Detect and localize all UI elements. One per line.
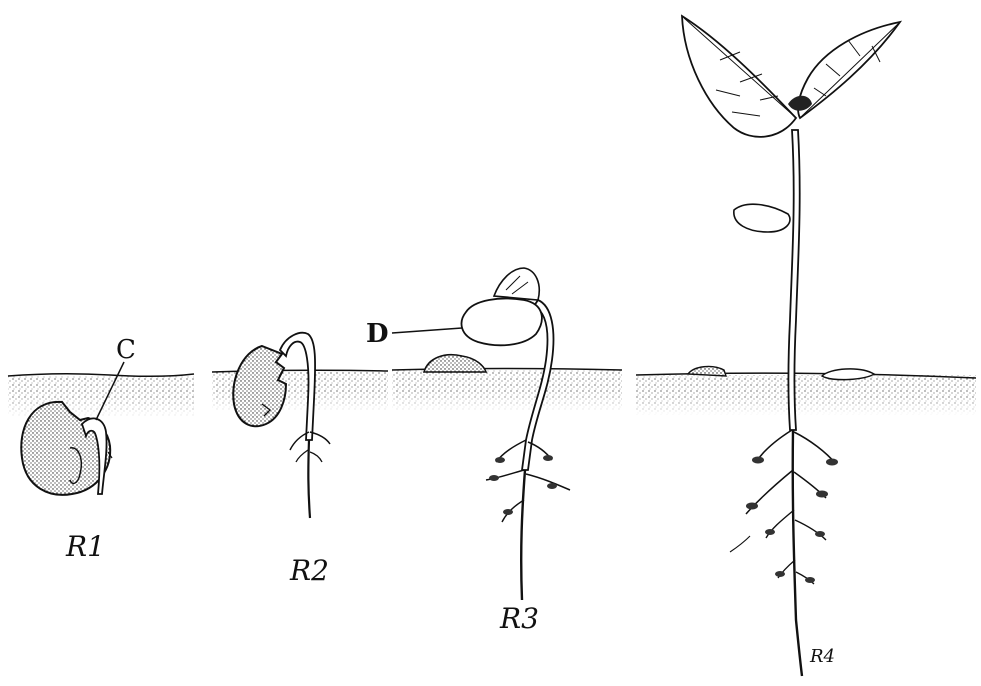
stage-2-seedling (233, 333, 330, 518)
soil-strip-3 (392, 369, 622, 413)
cotyledon-d (462, 299, 542, 346)
label-d-pointer (392, 328, 462, 333)
stage-4-plant (682, 16, 900, 676)
label-d: D (366, 319, 389, 349)
stage-2-label: R2 (289, 554, 329, 587)
stage-3-seedling (424, 268, 570, 600)
soil-strip-4 (636, 373, 976, 416)
label-c: C (116, 335, 136, 365)
stage-3-label: R3 (499, 602, 539, 635)
stage-1-label: R1 (65, 530, 105, 563)
stage-4-label: R4 (809, 646, 835, 667)
stage-4-left-leaf (682, 16, 796, 137)
